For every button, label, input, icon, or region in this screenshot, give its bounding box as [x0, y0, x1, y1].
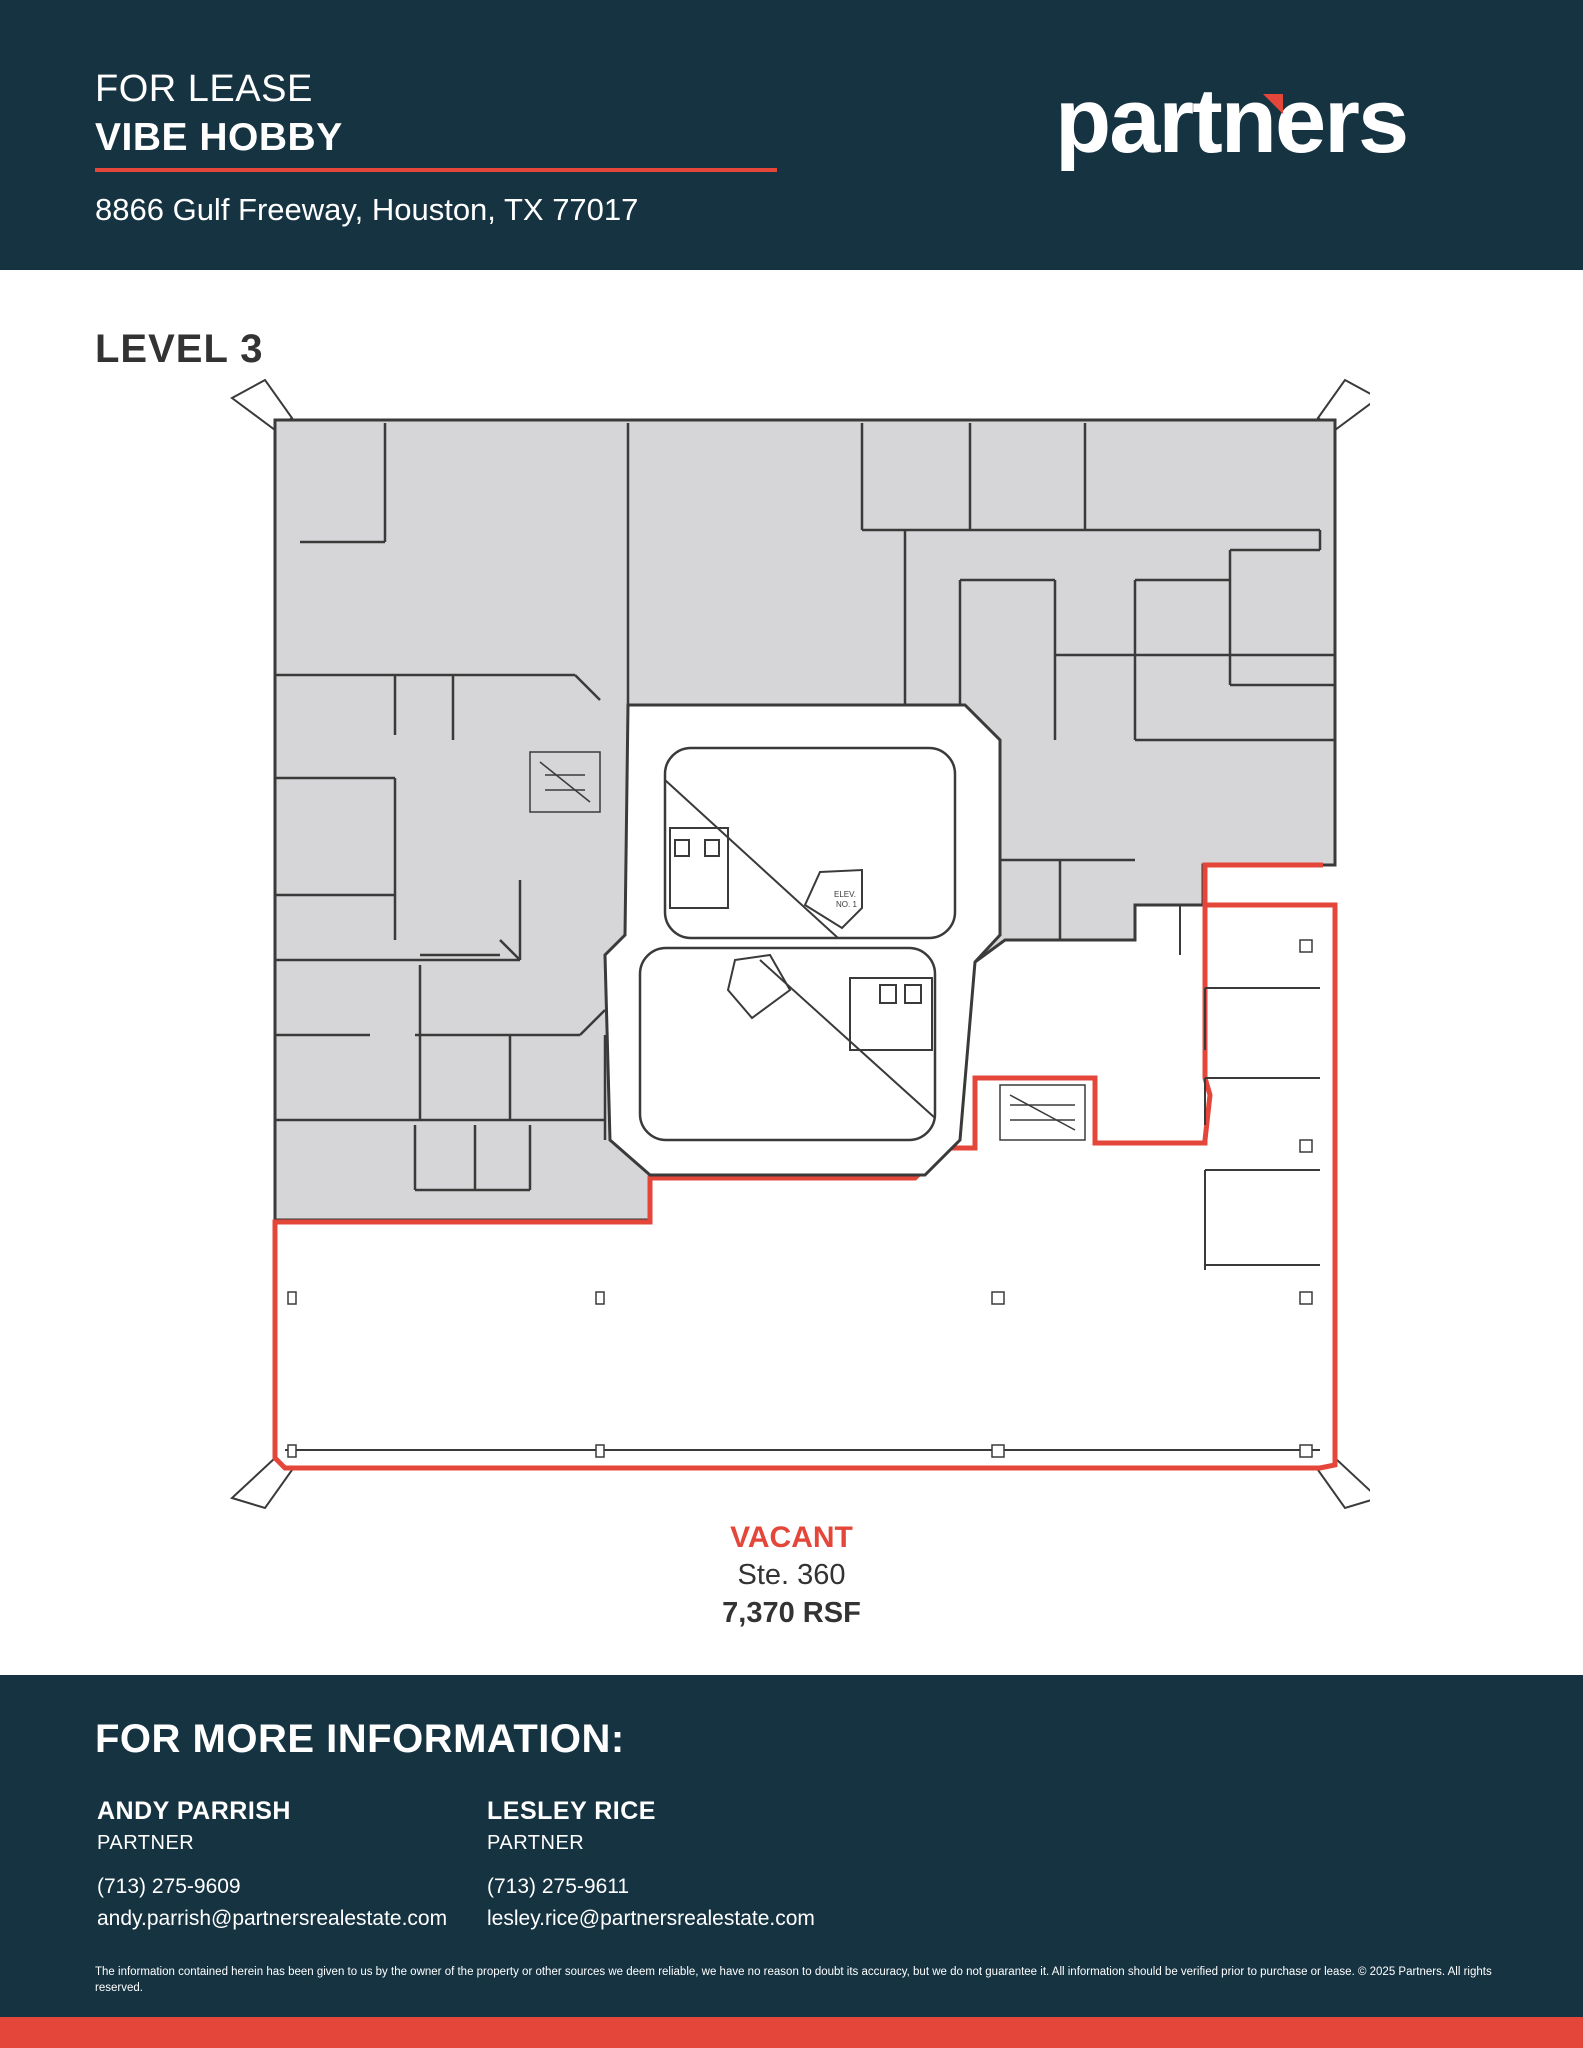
suite-size: 7,370 RSF	[722, 1597, 861, 1629]
contact-role: PARTNER	[97, 1832, 195, 1854]
structural-columns	[287, 939, 1313, 1458]
logo-accent-mark	[1263, 94, 1283, 114]
contact-email[interactable]: andy.parrish@partnersrealestate.com	[97, 1907, 448, 1930]
property-address: 8866 Gulf Freeway, Houston, TX 77017	[95, 192, 639, 227]
contact-name: LESLEY RICE	[487, 1797, 656, 1825]
partners-logo: partners	[1055, 72, 1409, 172]
stairwell-east	[999, 1084, 1086, 1141]
logo-wordmark: partners	[1055, 72, 1407, 172]
contact-card-1: ANDY PARRISH PARTNER (713) 275-9609 andy…	[97, 1797, 447, 1931]
core-fixtures	[664, 779, 936, 1119]
footer-contact-panel: FOR MORE INFORMATION: ANDY PARRISH PARTN…	[0, 1675, 1583, 2017]
contact-email[interactable]: lesley.rice@partnersrealestate.com	[487, 1907, 815, 1930]
listing-type: FOR LEASE	[95, 68, 313, 110]
vacant-suite-walls	[285, 905, 1320, 1451]
core-block-north	[663, 746, 957, 940]
contact-phone[interactable]: (713) 275-9611	[487, 1875, 630, 1898]
stairwells	[529, 751, 1086, 1141]
header-divider	[95, 168, 777, 172]
property-name: VIBE HOBBY	[95, 116, 343, 159]
contact-phone[interactable]: (713) 275-9609	[97, 1875, 241, 1898]
header-banner: FOR LEASE VIBE HOBBY 8866 Gulf Freeway, …	[0, 0, 1583, 270]
suite-number: Ste. 360	[737, 1559, 846, 1591]
contact-name: ANDY PARRISH	[97, 1797, 291, 1825]
elevator-label-1: ELEV.	[834, 890, 856, 899]
corner-column-nw	[230, 378, 294, 432]
contact-role: PARTNER	[487, 1832, 585, 1854]
contact-heading: FOR MORE INFORMATION:	[95, 1717, 625, 1761]
level-title: LEVEL 3	[95, 327, 264, 371]
floor-plan: ELEV. NO. 1	[230, 378, 1370, 1510]
footer-accent-bar	[0, 2017, 1583, 2048]
corner-columns	[230, 378, 1370, 1510]
vacant-suite-connector	[1202, 862, 1323, 905]
elevator-label-2: NO. 1	[836, 900, 857, 909]
contact-card-2: LESLEY RICE PARTNER (713) 275-9611 lesle…	[487, 1797, 815, 1931]
legal-disclaimer: The information contained herein has bee…	[95, 1966, 1492, 1994]
core-block-south	[638, 946, 937, 1142]
stairwell-west	[529, 751, 601, 813]
vacancy-status: VACANT	[730, 1521, 853, 1554]
office-walls	[275, 423, 1335, 1192]
